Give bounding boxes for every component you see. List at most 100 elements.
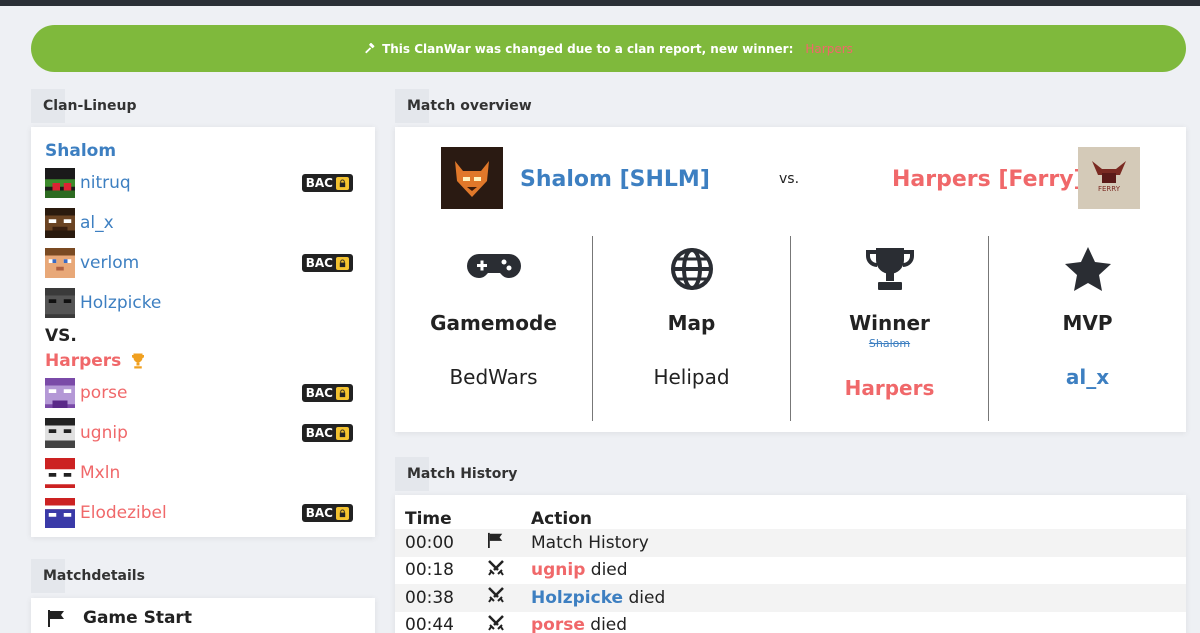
lineup-player[interactable]: nitruq BAC [45,163,361,203]
stat-map: Map Helipad [593,237,790,422]
lineup-player[interactable]: Elodezibel BAC [45,493,361,533]
history-time: 00:44 [405,615,454,633]
player-name: verlom [80,253,140,273]
flag-icon [48,610,64,627]
history-row: 00:18 ugnip died [395,557,1186,585]
player-avatar [45,418,75,448]
col-icon-header [477,495,531,529]
player-name: Mxln [80,463,121,483]
history-player[interactable]: Holzpicke [531,587,624,608]
bac-badge: BAC [301,424,353,442]
divider [988,236,989,421]
top-bar [0,0,1200,6]
player-avatar [45,288,75,318]
team1-logo[interactable] [441,147,503,209]
history-action: died [628,587,666,608]
lock-icon [336,176,349,190]
lock-icon [336,256,349,270]
swords-icon [477,612,531,633]
lineup-player[interactable]: Holzpicke [45,283,361,323]
col-action-header: Action [531,509,592,529]
lock-icon [336,426,349,440]
trophy-icon [132,353,145,369]
player-name: ugnip [80,423,128,443]
alert-winner[interactable]: Harpers [805,41,853,56]
player-avatar [45,208,75,238]
gavel-icon [365,42,375,53]
history-action: died [590,560,628,581]
gamemode-title: Gamemode [430,311,557,335]
globe-icon [670,245,714,293]
trophy-icon [865,245,915,293]
clanwar-changed-alert: This ClanWar was changed due to a clan r… [31,25,1186,72]
player-avatar [45,498,75,528]
game-start-label: Game Start [83,608,192,628]
flag-icon [477,529,531,557]
history-time: 00:00 [395,529,477,557]
winner-title: Winner [849,311,930,335]
clan-lineup-card: Shalom nitruq BAC al_x verlom BAC Holzpi… [31,127,375,537]
history-row: 00:44 porse died [395,612,1186,633]
history-action-cell: porse died [531,612,1186,633]
player-name: nitruq [80,173,131,193]
history-action-cell: Holzpicke died [531,584,1186,612]
lineup-player[interactable]: verlom BAC [45,243,361,283]
map-value: Helipad [653,365,730,389]
bac-badge: BAC [301,504,353,522]
player-avatar [45,378,75,408]
matchdetails-heading: Matchdetails [31,559,145,593]
player-name: al_x [80,213,114,233]
lock-icon [336,506,349,520]
gamepad-icon [466,245,521,293]
match-history-card: Time Action 00:00 Match History 00:18 ug… [395,495,1186,633]
lineup-team2[interactable]: Harpers [45,349,361,373]
lineup-team1-name[interactable]: Shalom [45,141,117,161]
bac-badge: BAC [301,254,353,272]
gamemode-value: BedWars [449,365,538,389]
team2-title[interactable]: Harpers [Ferry] [892,167,1084,192]
lineup-player[interactable]: ugnip BAC [45,413,361,453]
teams-row: Shalom [SHLM] vs. Harpers [Ferry] FERRY [395,127,1186,232]
history-action-cell: ugnip died [531,557,1186,585]
history-player[interactable]: porse [531,615,585,633]
star-icon [1064,245,1112,293]
team1-title[interactable]: Shalom [SHLM] [520,167,710,192]
overview-vs: vs. [779,171,800,187]
divider [592,236,593,421]
match-history-table: Time Action 00:00 Match History 00:18 ug… [395,495,1186,633]
lineup-player[interactable]: al_x [45,203,361,243]
history-player[interactable]: ugnip [531,560,586,581]
winner-new[interactable]: Harpers [844,376,935,400]
history-row: 00:00 Match History [395,529,1186,557]
mvp-value[interactable]: al_x [1065,365,1110,389]
history-action: died [590,615,628,633]
player-avatar [45,168,75,198]
team2-logo[interactable]: FERRY [1078,147,1140,209]
mvp-title: MVP [1062,311,1113,335]
match-history-heading: Match History [395,457,517,491]
stat-mvp: MVP al_x [989,237,1186,422]
history-action: Match History [531,529,1186,557]
match-overview-card: Shalom [SHLM] vs. Harpers [Ferry] FERRY … [395,127,1186,432]
alert-text: This ClanWar was changed due to a clan r… [382,41,794,56]
player-name: porse [80,383,128,403]
swords-icon [477,557,531,585]
lineup-player[interactable]: porse BAC [45,373,361,413]
history-row: 00:38 Holzpicke died [395,584,1186,612]
match-overview-heading: Match overview [395,89,532,123]
bac-badge: BAC [301,174,353,192]
divider [790,236,791,421]
player-name: Elodezibel [80,503,167,523]
map-title: Map [667,311,716,335]
player-avatar [45,458,75,488]
history-time: 00:38 [395,584,477,612]
swords-icon [477,584,531,612]
lineup-team2-name: Harpers [45,351,122,371]
lineup-vs: VS. [45,326,77,346]
player-name: Holzpicke [80,293,162,313]
winner-old[interactable]: Shalom [868,337,911,350]
matchdetails-card: Game Start [31,598,375,633]
team2-logo-text: FERRY [1098,185,1121,193]
lineup-player[interactable]: Mxln [45,453,361,493]
col-time-header: Time [405,509,452,529]
